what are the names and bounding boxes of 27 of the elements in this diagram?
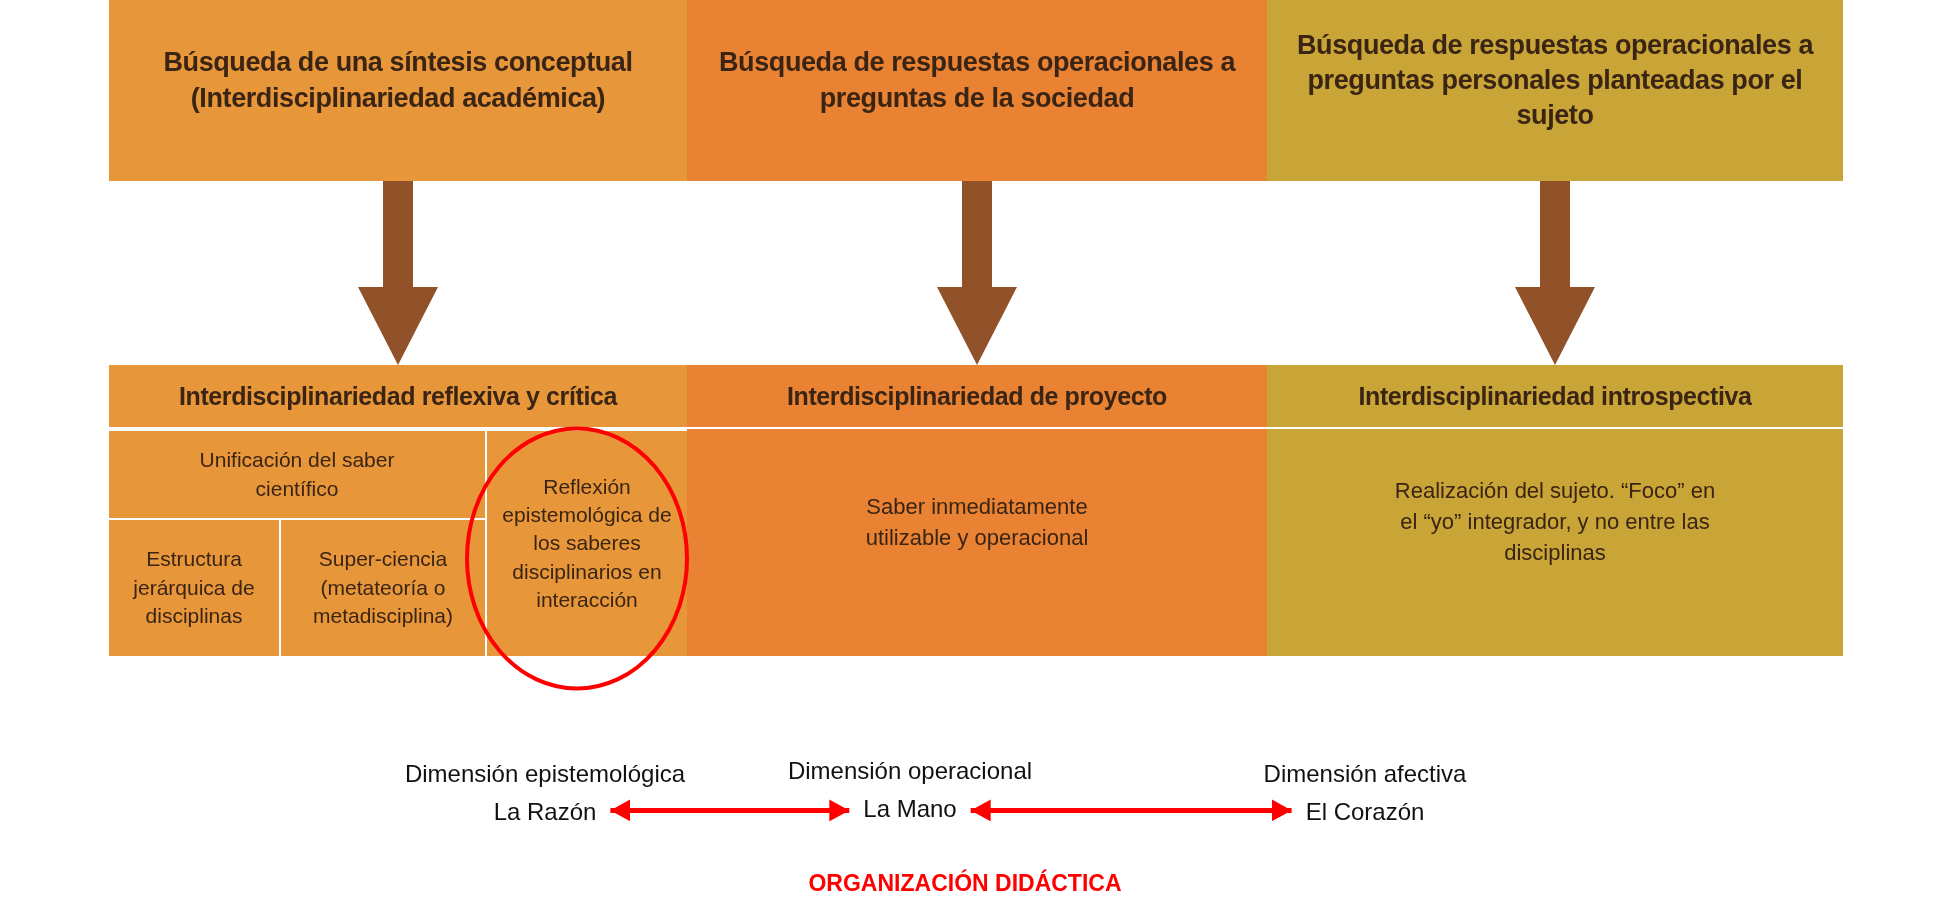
arrow [970,799,1292,822]
heading-box: Búsqueda de respuestas operacionales a preguntas de la sociedad [687,0,1267,181]
column-panel [687,365,1267,656]
column-header: Interdisciplinariedad de proyecto [687,365,1267,429]
heading-box: Búsqueda de una síntesis conceptual (Interdisciplinariedad académica) [109,0,687,181]
arrow [1515,181,1595,365]
dimension-label: Dimensión epistemológica [403,759,687,789]
footer-title: ORGANIZACIÓN DIDÁCTICA [807,870,1123,897]
arrow [610,799,850,822]
column-panel [109,365,687,656]
arrow [358,181,438,365]
dimension-value: La Razón [492,797,598,828]
text-cell: Super-ciencia (metateoría o metadisciplina) [281,520,485,656]
column-header: Interdisciplinariedad introspectiva [1267,365,1843,429]
arrow [937,181,1017,365]
heading-box: Búsqueda de respuestas operacionales a preguntas personales planteadas por el sujeto [1267,0,1843,181]
text-cell: Unificación del saber científico [109,431,485,518]
text-cell: Estructura jerárquica de disciplinas [109,520,279,656]
dimension-label: Dimensión afectiva [1262,759,1468,789]
dimension-value: El Corazón [1304,797,1426,828]
text-cell: Reflexión epistemológica de los saberes disciplinarios en interacción [487,431,687,656]
column-header: Interdisciplinariedad reflexiva y crítica [109,365,687,429]
dimension-label: Dimensión operacional [786,756,1034,786]
dimension-value: La Mano [862,794,958,825]
column-panel [1267,365,1843,656]
column-body-text: Saber inmediatamente utilizable y operacional [864,492,1090,552]
column-body-text: Realización del sujeto. “Foco” en el “yo” integrador, y no entre las disciplinas [1393,477,1717,567]
